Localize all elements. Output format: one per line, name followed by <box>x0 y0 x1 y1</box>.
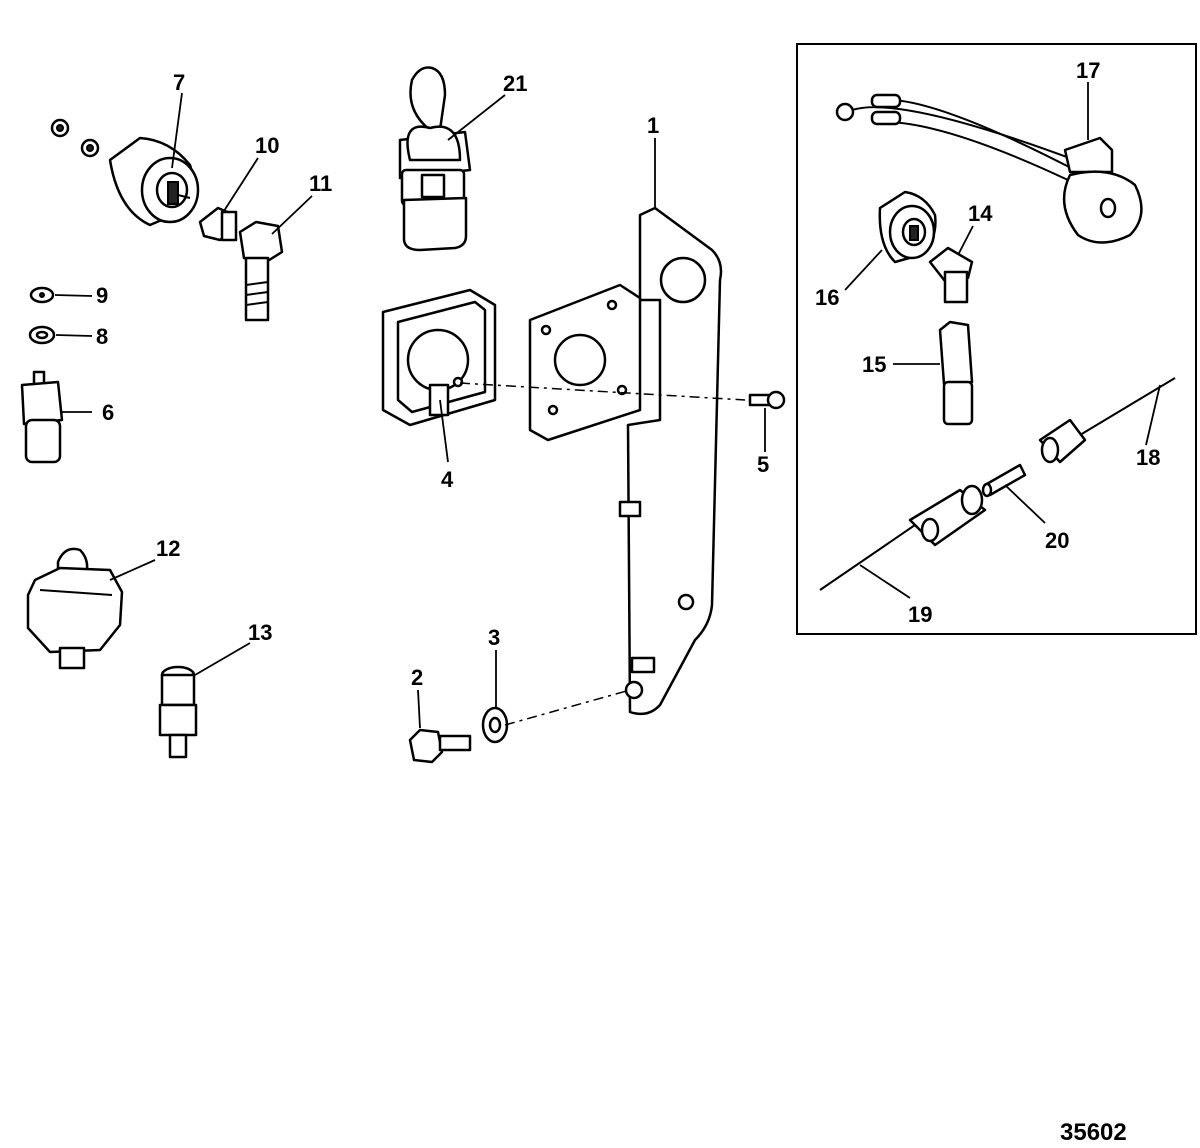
part-16-sender <box>878 190 937 264</box>
callout-12: 12 <box>156 536 180 561</box>
inset-frame <box>796 43 1197 635</box>
part-13-switch <box>158 665 198 759</box>
part-19-lead <box>819 484 987 591</box>
callout-7: 7 <box>173 70 185 95</box>
callout-21: 21 <box>503 71 527 96</box>
part-5-screw <box>748 390 786 410</box>
part-10-fitting <box>198 206 238 242</box>
callout-1: 1 <box>647 113 659 138</box>
part-2-bolt <box>408 728 472 764</box>
part-6-sender <box>20 370 64 464</box>
part-15-adapter <box>938 320 974 426</box>
callout-15: 15 <box>862 352 886 377</box>
part-9-nut <box>29 286 55 304</box>
callout-16: 16 <box>815 285 839 310</box>
callout-6: 6 <box>102 400 114 425</box>
part-4-boot <box>381 288 497 427</box>
part-21-connector <box>398 66 472 252</box>
callout-5: 5 <box>757 452 769 477</box>
leader-lines <box>54 82 1161 729</box>
callout-11: 11 <box>309 171 332 196</box>
part-11-adapter <box>238 220 284 322</box>
part-14-elbow <box>928 246 974 304</box>
callout-2: 2 <box>411 665 423 690</box>
callout-18: 18 <box>1136 445 1160 470</box>
callout-14: 14 <box>968 201 993 226</box>
part-12-switch <box>26 547 124 670</box>
figure-number: 35602 <box>1060 1119 1127 1146</box>
callout-19: 19 <box>908 602 932 627</box>
callout-8: 8 <box>96 324 108 349</box>
part-17-coil <box>835 93 1143 244</box>
callout-4: 4 <box>441 467 454 492</box>
callout-13: 13 <box>248 620 272 645</box>
callout-9: 9 <box>96 283 108 308</box>
assembly-line-3 <box>504 689 631 726</box>
part-20-fuse <box>981 463 1027 498</box>
callout-3: 3 <box>488 625 500 650</box>
part-3-washer <box>481 706 509 744</box>
callout-17: 17 <box>1076 58 1100 83</box>
assembly-line-5 <box>459 382 746 401</box>
part-8-washer <box>28 325 56 345</box>
part-1-bracket <box>528 206 723 716</box>
callout-20: 20 <box>1045 528 1069 553</box>
callout-10: 10 <box>255 133 279 158</box>
